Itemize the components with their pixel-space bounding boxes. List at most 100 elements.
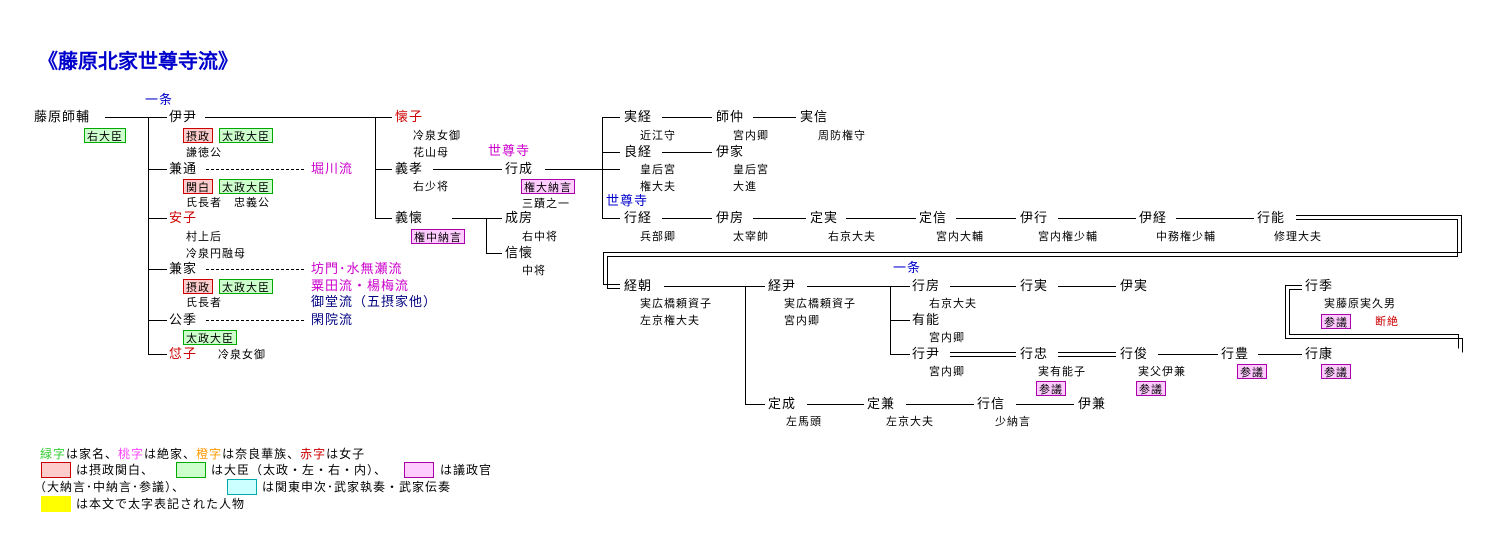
legend-green: 緑字	[40, 447, 67, 461]
person-yoshichika: 義懐	[395, 211, 424, 226]
rank-badge: 右大臣	[84, 128, 126, 143]
note-kaishi2: 花山母	[413, 146, 449, 159]
person-yoshitaka: 義孝	[395, 162, 424, 177]
person-yukitoyo: 行豊	[1221, 347, 1250, 362]
person-yukizane: 行実	[1020, 279, 1049, 294]
swatch-bold	[41, 496, 71, 512]
giseikan-badge: 参議	[1321, 314, 1351, 329]
note-tsunetomo: 実広橋頼資子	[640, 297, 712, 310]
legend-text: は家名、	[66, 447, 119, 461]
page-title: 《藤原北家世尊寺流》	[38, 49, 238, 73]
person-yoshitsune: 良経	[624, 145, 653, 160]
note-koreyuki: 宮内権少輔	[1038, 230, 1098, 243]
note-extinct: 断絶	[1375, 315, 1399, 328]
legend-red: 赤字	[300, 447, 327, 461]
person-yukifusa: 行房	[912, 279, 941, 294]
sessho-badge: 摂政	[183, 128, 213, 143]
person-sanetsune: 実経	[624, 110, 653, 125]
note-anshi: 村上后	[186, 230, 222, 243]
family-label-ichijo: 一条	[893, 261, 922, 276]
person-anshi: 安子	[169, 211, 198, 226]
note-koretsune: 中務権少輔	[1156, 230, 1216, 243]
person-koreyuki: 伊行	[1020, 211, 1049, 226]
person-koreie: 伊家	[716, 145, 745, 160]
family-label-awata: 粟田流・楊梅流	[311, 279, 410, 294]
daijin-badge: 太政大臣	[183, 330, 237, 345]
note-koremasa: 謙徳公	[186, 146, 222, 159]
note-koreie: 皇后宮	[733, 163, 769, 176]
legend-text: は大臣（太政・左・右・内）、	[211, 463, 388, 477]
giseikan-badge: 参議	[1237, 364, 1267, 379]
family-label-ichijo: 一条	[145, 93, 174, 108]
note-yukiyoshi: 修理大夫	[1274, 230, 1322, 243]
person-yukiyasu: 行康	[1305, 347, 1334, 362]
person-narifusa: 成房	[505, 211, 534, 226]
person-tsunetada: 経尹	[768, 279, 797, 294]
legend-text: は議政官	[440, 463, 493, 477]
note-kaishi2: 冷泉女御	[413, 129, 461, 142]
legend-text: は女子	[326, 447, 366, 461]
giseikan-badge: 権大納言	[521, 179, 575, 194]
person-koretsune: 伊経	[1139, 211, 1168, 226]
note-yoshitaka: 右少将	[413, 180, 449, 193]
legend-text: は関東申次･武家執奏・武家伝奏	[262, 480, 452, 494]
note-sadakane: 左京大夫	[886, 415, 934, 428]
note-tsunetomo: 左京権大夫	[640, 314, 700, 327]
family-label-sesonji: 世尊寺	[488, 144, 531, 159]
note-yukitada2: 実有能子	[1038, 365, 1086, 378]
person-sadakane: 定兼	[867, 397, 896, 412]
legend-orange: 橙字	[196, 447, 223, 461]
person-sadanobu: 定信	[919, 211, 948, 226]
giseikan-badge: 参議	[1136, 381, 1166, 396]
note-sanetsune: 近江守	[640, 129, 676, 142]
note-tsunetada: 宮内卿	[784, 314, 820, 327]
person-tsunetomo: 経朝	[624, 279, 653, 294]
person-kaishi: 怤子	[169, 347, 198, 362]
note-kaishi: 冷泉女御	[218, 348, 266, 361]
giseikan-badge: 権中納言	[411, 229, 465, 244]
kanpaku-badge: 関白	[183, 179, 213, 194]
note-sanenobu: 周防権守	[818, 129, 866, 142]
note-sadanari: 左馬頭	[786, 415, 822, 428]
legend-text: は絶家、	[144, 447, 197, 461]
legend-text: は摂政関白、	[76, 463, 155, 477]
person-koremasa: 伊尹	[169, 110, 198, 125]
note-yukinobu: 少納言	[995, 415, 1031, 428]
daijin-badge: 太政大臣	[219, 279, 273, 294]
giseikan-badge: 参議	[1321, 364, 1351, 379]
person-kinsue: 公季	[169, 313, 198, 328]
person-yukitada2: 行忠	[1020, 347, 1049, 362]
note-tsunetada: 実広橋頼資子	[784, 297, 856, 310]
note-moronaka: 宮内卿	[733, 129, 769, 142]
note-narifusa: 右中将	[522, 230, 558, 243]
note-kaneie: 氏長者	[186, 296, 222, 309]
note-koreie: 大進	[733, 180, 757, 193]
person-arinori: 有能	[912, 313, 941, 328]
note-sadanobu: 宮内大輔	[936, 230, 984, 243]
daijin-badge: 太政大臣	[219, 128, 273, 143]
person-kaishi2: 懐子	[395, 110, 424, 125]
family-label-horikawa: 堀川流	[311, 162, 354, 177]
family-label-midou: 御堂流（五摂家他）	[311, 295, 438, 310]
swatch-daijin	[176, 462, 206, 478]
note-anshi: 冷泉円融母	[186, 247, 246, 260]
person-korekane: 伊兼	[1078, 397, 1107, 412]
giseikan-badge: 参議	[1036, 381, 1066, 396]
note-yukitsune: 兵部卿	[640, 230, 676, 243]
family-label-sesonji: 世尊寺	[606, 194, 649, 209]
person-yukinari: 行成	[505, 162, 534, 177]
note-yukinari: 三蹟之一	[522, 197, 570, 210]
person-sadanari: 定成	[768, 397, 797, 412]
legend-pink: 桃字	[118, 447, 145, 461]
legend-text: は奈良華族、	[222, 447, 301, 461]
person-nobukane: 信懐	[505, 246, 534, 261]
person-yukitoshi: 行俊	[1120, 347, 1149, 362]
note-yukifusa: 右京大夫	[929, 297, 977, 310]
person-sadazane: 定実	[810, 211, 839, 226]
note-sadazane: 右京大夫	[828, 230, 876, 243]
person-yukinobu: 行信	[977, 397, 1006, 412]
swatch-giseikan	[404, 462, 434, 478]
note-yukitoshi: 実父伊兼	[1138, 365, 1186, 378]
note-yukisue: 実藤原実久男	[1324, 297, 1396, 310]
